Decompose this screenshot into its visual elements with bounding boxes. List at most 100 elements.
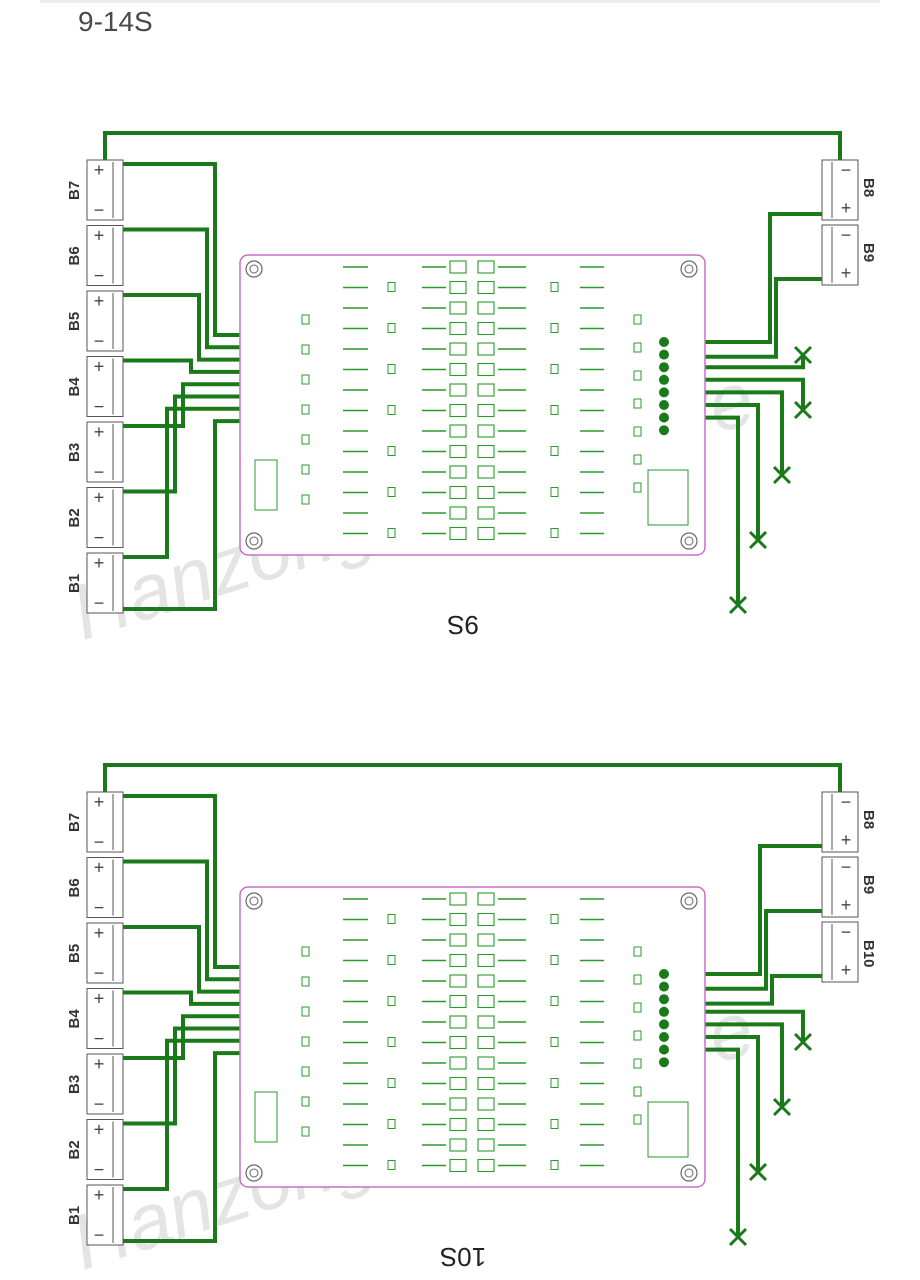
right-pin — [659, 387, 669, 398]
connector-body — [821, 159, 859, 221]
right-pin — [659, 425, 669, 436]
smd-pad — [301, 976, 310, 987]
resistor — [477, 974, 495, 988]
connector-body — [86, 1053, 124, 1115]
smd-pad — [550, 446, 559, 456]
smd-pad — [387, 282, 396, 292]
connector-body — [86, 225, 124, 286]
right-pin — [659, 337, 669, 347]
smd-pad — [633, 1002, 642, 1013]
minus-sign: − — [841, 225, 852, 245]
resistor — [477, 444, 495, 459]
unused-wire — [664, 377, 805, 410]
unused-wire-x — [728, 595, 748, 615]
unused-wire-x — [748, 1162, 768, 1182]
left-wire — [123, 394, 278, 494]
plus-sign: + — [94, 1120, 105, 1140]
resistor — [449, 301, 467, 315]
connector-label: B10 — [860, 940, 877, 968]
left-connector-group: +−B7+−B6+−B5+−B4+−B3+−B2+−B1 — [66, 159, 124, 614]
resistor — [449, 974, 467, 988]
resistor — [449, 280, 467, 295]
connector-body — [86, 1184, 124, 1246]
resistor — [477, 280, 495, 295]
connector-body — [821, 856, 859, 918]
unused-wire-x — [793, 1032, 813, 1052]
plus-sign: + — [94, 792, 105, 812]
smd-pad — [301, 1096, 310, 1107]
mounting-hole-inner — [684, 536, 694, 546]
mounting-hole — [245, 532, 263, 550]
connector-label: B9 — [860, 243, 877, 262]
resistor — [449, 1158, 467, 1173]
connector-label: B6 — [66, 246, 83, 265]
connector-label: B1 — [66, 1206, 83, 1225]
mounting-hole-inner — [249, 536, 259, 546]
board-outline — [239, 886, 706, 1188]
top-divider — [40, 0, 880, 3]
plus-sign: + — [841, 895, 852, 915]
smd-pad — [387, 914, 396, 924]
left-wire — [123, 358, 278, 374]
minus-sign: − — [94, 832, 105, 852]
resistor — [477, 994, 495, 1009]
right-wire — [664, 844, 822, 976]
right-pin — [659, 981, 669, 992]
mounting-hole-inner — [684, 896, 694, 906]
resistor — [477, 1097, 495, 1111]
smd-pad — [301, 434, 310, 445]
connector-label: B2 — [66, 1140, 83, 1159]
plus-sign: + — [841, 830, 852, 850]
plus-sign: + — [94, 357, 105, 377]
diagram-caption: 10S — [440, 1242, 486, 1272]
plus-sign: + — [94, 291, 105, 311]
minus-sign: − — [841, 922, 852, 942]
smd-pad — [301, 314, 310, 325]
minus-sign: − — [841, 160, 852, 180]
left-wire — [123, 1038, 278, 1191]
connector-b7: +−B7 — [66, 159, 124, 221]
smd-pad — [633, 974, 642, 985]
right-pin — [659, 969, 669, 979]
smd-pad — [301, 1126, 310, 1137]
connector-b8: −+B8 — [821, 159, 877, 221]
smd-pad — [550, 487, 559, 497]
connector-body — [821, 791, 859, 853]
right-pin — [659, 1006, 669, 1017]
smd-pad — [301, 344, 310, 355]
connector-label: B4 — [66, 1009, 83, 1029]
resistor — [477, 1076, 495, 1091]
unused-wire-x — [772, 1097, 792, 1117]
ic-footprint — [254, 1091, 278, 1143]
smd-pad — [387, 364, 396, 374]
resistor — [477, 526, 495, 541]
mounting-hole — [245, 260, 263, 278]
unused-wire-x — [772, 465, 792, 485]
right-pin — [659, 362, 669, 373]
minus-sign: − — [94, 331, 105, 351]
right-connector-group: −+B8−+B9−+B10 — [821, 791, 877, 983]
smd-pad — [550, 1160, 559, 1170]
resistor — [477, 1035, 495, 1050]
connector-b7: +−B7 — [66, 791, 124, 853]
resistor — [449, 403, 467, 418]
resistor — [477, 321, 495, 336]
right-pin — [659, 374, 669, 385]
mounting-hole-inner — [249, 896, 259, 906]
connector-b1: +−B1 — [66, 552, 124, 614]
smd-pad — [301, 374, 310, 385]
smd-pad — [301, 1006, 310, 1017]
connector-body — [86, 290, 124, 352]
resistor — [477, 465, 495, 479]
smd-pad — [633, 398, 642, 409]
minus-sign: − — [94, 1160, 105, 1180]
plus-sign: + — [94, 553, 105, 573]
connector-body — [86, 487, 124, 548]
resistor — [449, 1138, 467, 1152]
smd-pad — [387, 1119, 396, 1129]
resistor — [449, 485, 467, 500]
resistor — [477, 260, 495, 274]
plus-sign: + — [94, 858, 105, 878]
unused-wire-x — [728, 1227, 748, 1247]
resistor — [449, 1035, 467, 1050]
